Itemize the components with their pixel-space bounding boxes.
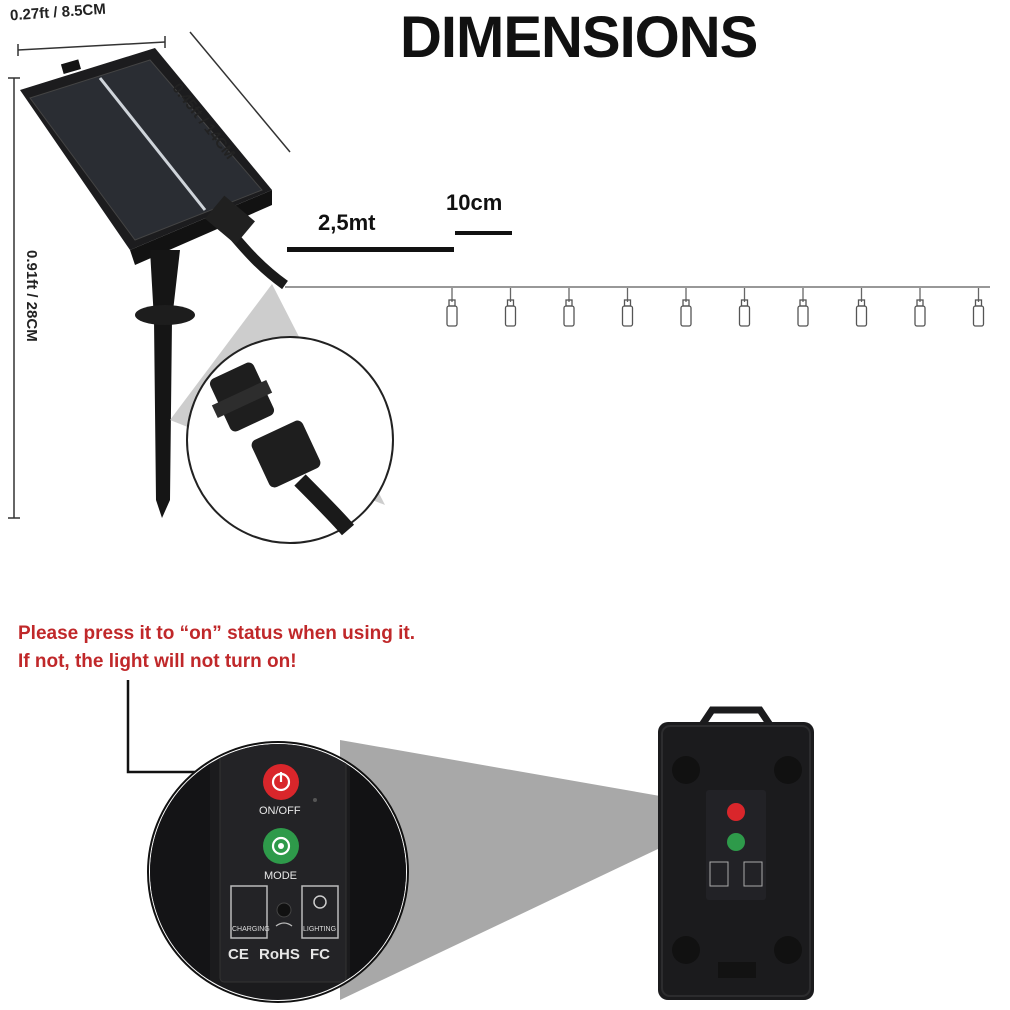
- bulb: [680, 288, 692, 327]
- bulb: [914, 288, 926, 327]
- bulb: [972, 288, 985, 327]
- bulb: [446, 288, 458, 327]
- note-line-2: If not, the light will not turn on!: [18, 651, 297, 672]
- bulb: [621, 288, 634, 327]
- bulb: [855, 288, 868, 327]
- bulb: [504, 288, 517, 327]
- charging-label: CHARGING: [232, 926, 270, 933]
- bulb-row: [446, 288, 985, 327]
- ground-stake: [135, 250, 195, 518]
- mode-label: MODE: [264, 870, 297, 882]
- cable-length-label: 2,5mt: [318, 210, 376, 235]
- certifications-label: CE RoHS FC: [228, 946, 330, 963]
- bulb-spacing-bar: [455, 231, 512, 235]
- control-box: [658, 706, 814, 1000]
- bulb: [797, 288, 809, 327]
- bulb: [738, 288, 751, 327]
- bulb: [563, 288, 575, 327]
- cable-length-bar: [287, 247, 454, 252]
- note-line-1: Please press it to “on” status when usin…: [18, 623, 415, 644]
- control-closeup: [150, 744, 406, 1000]
- page-title: DIMENSIONS: [400, 5, 758, 70]
- height-dimension-label: 0.91ft / 28CM: [23, 250, 40, 342]
- lighting-label: LIGHTING: [303, 926, 337, 933]
- connector-illustration: [209, 362, 355, 536]
- power-label: ON/OFF: [259, 805, 301, 817]
- width-dimension-line: [17, 41, 166, 51]
- depth-dimension-line: [189, 31, 291, 153]
- bulb-spacing-label: 10cm: [446, 190, 503, 215]
- panel-zoom-cone: [340, 740, 740, 1000]
